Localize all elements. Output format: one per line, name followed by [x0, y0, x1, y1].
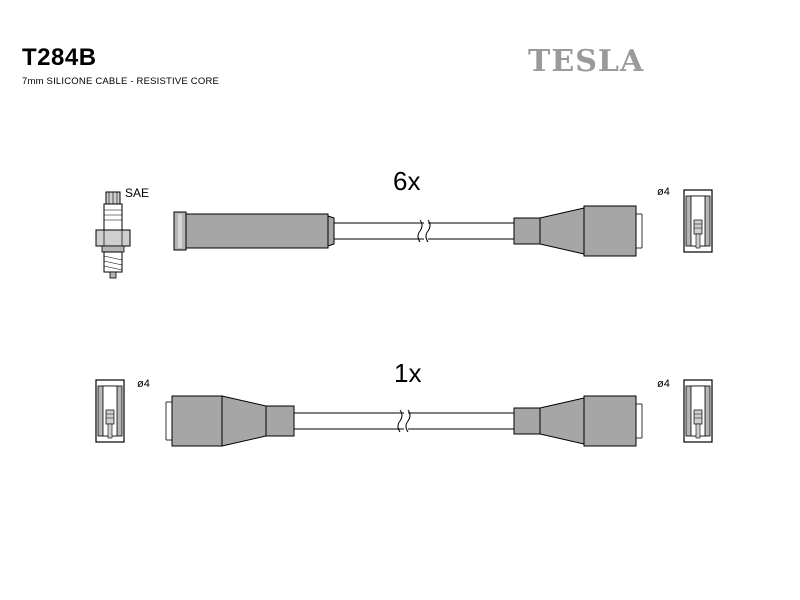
bottom-right-terminal-icon	[683, 379, 713, 443]
part-number: T284B	[22, 44, 97, 71]
bottom-left-boot-icon	[165, 395, 295, 447]
spark-plug-icon	[95, 191, 131, 279]
top-cable-wire	[334, 219, 514, 243]
bottom-left-terminal-label: ø4	[137, 378, 150, 390]
top-cable-quantity: 6x	[393, 166, 421, 196]
top-straight-boot-icon	[173, 211, 335, 251]
brand-logo: TESLA	[528, 44, 645, 79]
top-right-terminal-icon	[683, 189, 713, 253]
top-distributor-boot-icon	[513, 205, 643, 257]
bottom-cable-wire	[294, 409, 514, 433]
cable-description: 7mm SILICONE CABLE - RESISTIVE CORE	[22, 76, 220, 87]
bottom-right-boot-icon	[513, 395, 643, 447]
bottom-right-terminal-label: ø4	[657, 378, 670, 390]
spark-plug-terminal-label: SAE	[125, 186, 150, 200]
bottom-cable-quantity: 1x	[394, 358, 422, 388]
bottom-left-terminal-icon	[95, 379, 125, 443]
top-right-terminal-label: ø4	[657, 186, 670, 198]
